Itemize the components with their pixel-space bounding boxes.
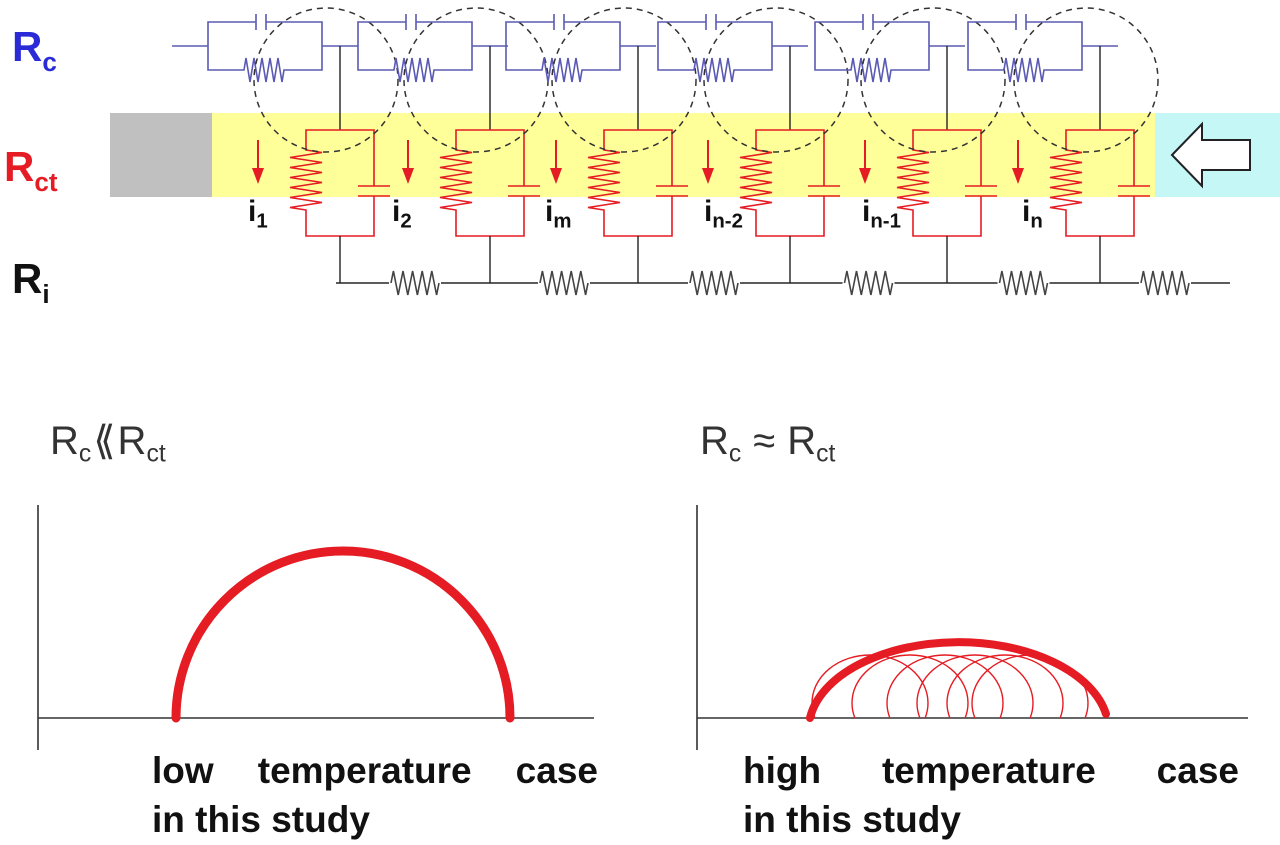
rct-rail-label: Rct xyxy=(4,143,58,197)
rc-resistor xyxy=(814,46,930,83)
rc-resistor xyxy=(505,46,621,83)
right-plot-axes xyxy=(696,505,1248,750)
small-arc-3 xyxy=(886,654,1004,718)
current-arrowhead-4 xyxy=(702,168,714,184)
impedance-plots xyxy=(37,505,1248,750)
ri-resistor-6 xyxy=(1140,270,1190,296)
left-semicircle xyxy=(171,546,515,723)
circuit-cell-5 xyxy=(814,7,1050,296)
right-caption-line1: high temperature case xyxy=(743,750,1239,791)
rc-resistor xyxy=(357,46,473,83)
current-label-n-2: in-2 xyxy=(704,195,743,233)
small-arc-4 xyxy=(916,654,1034,718)
current-arrowhead-2 xyxy=(402,168,414,184)
rct-element xyxy=(289,129,390,237)
current-collector-block xyxy=(110,113,212,197)
small-arc-2 xyxy=(851,654,969,718)
cell-group-circle-4 xyxy=(703,7,849,153)
rc-rail-label: Rc xyxy=(12,23,57,77)
ri-resistor-3 xyxy=(689,270,739,296)
current-arrowhead-5 xyxy=(859,168,871,184)
current-label-m: im xyxy=(545,195,572,233)
inlet-arrow-icon xyxy=(1170,121,1251,189)
current-arrowhead-3 xyxy=(550,168,562,184)
rct-element xyxy=(439,129,540,237)
left-caption-line2: in this study xyxy=(152,799,370,840)
rc-capacitor xyxy=(207,14,323,46)
circuit-cell-4 xyxy=(657,7,895,296)
ri-resistor-1 xyxy=(390,270,440,296)
rc-capacitor xyxy=(357,14,473,46)
right-envelope-arc xyxy=(806,638,1110,722)
ri-resistor-2 xyxy=(539,270,589,296)
rc-capacitor xyxy=(814,14,930,46)
left-caption-line1: low temperature case xyxy=(152,750,598,791)
rc-capacitor xyxy=(657,14,773,46)
rct-element xyxy=(739,129,840,237)
right-caption: high temperature case in this study xyxy=(743,746,1239,844)
cell-group-circle-5 xyxy=(860,7,1006,153)
current-arrowhead-1 xyxy=(252,168,264,184)
left-plot-axes xyxy=(37,505,594,750)
rc-resistor xyxy=(967,46,1083,83)
right-condition-label: Rc≈Rct xyxy=(700,419,836,468)
small-arc-1 xyxy=(811,654,929,718)
circuit-cell-6 xyxy=(967,7,1191,296)
circuit-cell-1 xyxy=(207,7,441,296)
rct-element xyxy=(587,129,688,237)
circuit-cell-3 xyxy=(505,7,740,296)
current-arrowhead-6 xyxy=(1012,168,1024,184)
right-caption-line2: in this study xyxy=(743,799,961,840)
circuit-cell-2 xyxy=(357,7,590,296)
current-label-n-1: in-1 xyxy=(862,195,901,233)
current-label-2: i2 xyxy=(392,195,412,233)
current-label-1: i1 xyxy=(248,195,268,233)
left-condition-label: Rc⟪Rct xyxy=(50,419,166,468)
small-arc-5 xyxy=(946,654,1064,718)
cell-group-circle-1 xyxy=(253,7,399,153)
circuit-cells xyxy=(172,7,1230,296)
rc-resistor xyxy=(207,46,323,83)
ri-resistor-5 xyxy=(998,270,1049,296)
left-caption: low temperature case in this study xyxy=(152,746,598,844)
rc-capacitor xyxy=(967,14,1083,46)
cell-group-circle-6 xyxy=(1013,7,1159,153)
rc-capacitor xyxy=(505,14,621,46)
rct-element xyxy=(1049,129,1150,237)
current-label-n: in xyxy=(1022,195,1043,233)
electrolyte-band xyxy=(212,113,1155,197)
cell-group-circle-3 xyxy=(551,7,697,153)
rc-resistor xyxy=(657,46,773,83)
ri-rail-label: Ri xyxy=(12,255,50,309)
rct-element xyxy=(896,129,997,237)
ri-resistor-4 xyxy=(843,270,894,296)
